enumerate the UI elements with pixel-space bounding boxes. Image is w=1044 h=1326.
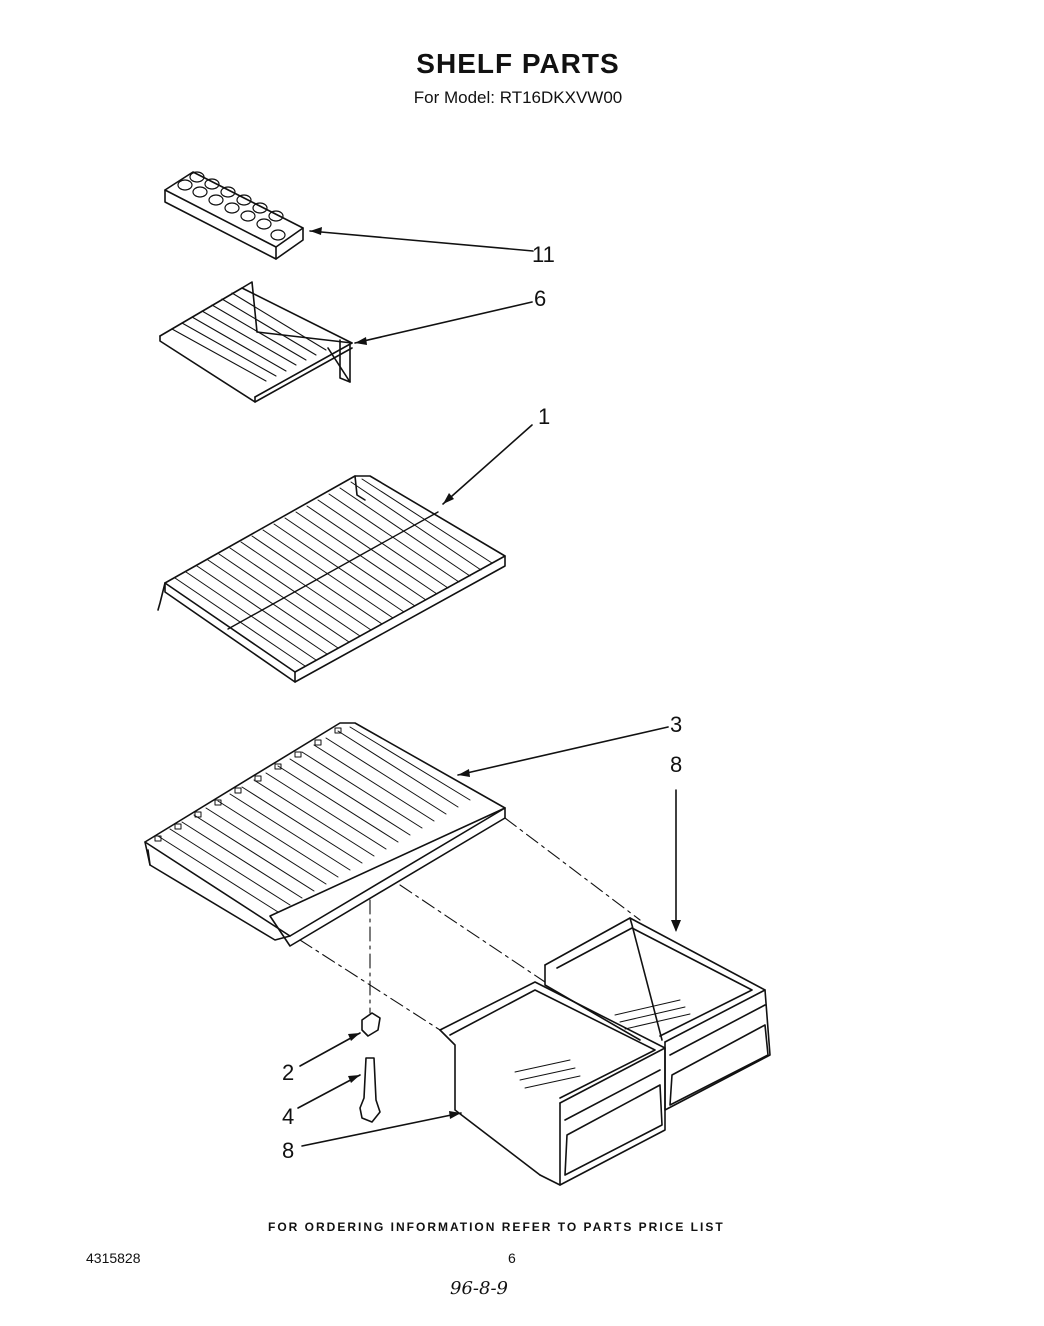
freezer-wire-shelf — [159, 281, 353, 403]
callout-4: 4 — [282, 1104, 294, 1129]
callout-1: 1 — [538, 404, 550, 429]
callout-11: 11 — [532, 242, 555, 267]
document-number: 4315828 — [86, 1250, 141, 1266]
callout-2: 2 — [282, 1060, 294, 1085]
model-subtitle: For Model: RT16DKXVW00 — [413, 88, 623, 107]
callout-8-left: 8 — [282, 1138, 294, 1163]
alignment-lines — [299, 817, 641, 1031]
crisper-drawer-right — [544, 917, 771, 1111]
crisper-cover-shelf — [144, 722, 506, 947]
leader-line-3 — [457, 726, 669, 776]
callout-8-right: 8 — [670, 752, 682, 777]
refrigerator-wire-shelf — [157, 475, 506, 683]
ice-cube-tray — [164, 171, 304, 260]
ordering-note: FOR ORDERING INFORMATION REFER TO PARTS … — [268, 1220, 725, 1234]
leader-line-1 — [442, 424, 533, 505]
shelf-support-stud — [359, 1057, 381, 1123]
leader-line-4 — [297, 1074, 361, 1109]
page-number: 6 — [508, 1250, 516, 1266]
leader-line-11 — [309, 230, 534, 252]
handwritten-note: 96-8-9 — [450, 1278, 508, 1299]
leader-line-8-left — [301, 1112, 462, 1147]
leader-line-6 — [354, 301, 533, 344]
callout-3: 3 — [670, 712, 682, 737]
crisper-drawer-left — [439, 981, 666, 1186]
callout-6: 6 — [534, 286, 546, 311]
shelf-support-bracket — [361, 1012, 381, 1037]
page-title: SHELF PARTS — [416, 48, 620, 79]
